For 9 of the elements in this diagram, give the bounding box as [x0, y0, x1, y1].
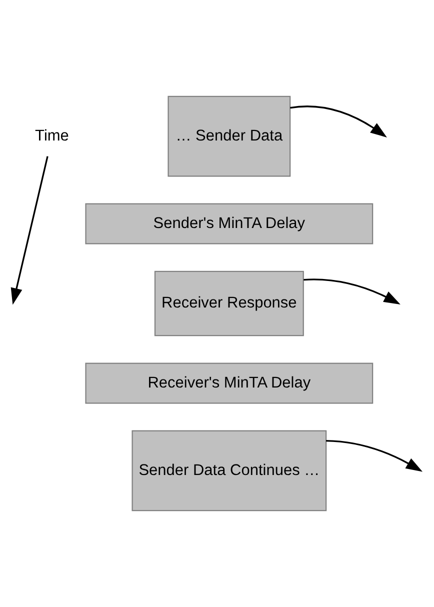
node-box: Receiver's MinTA Delay [85, 362, 374, 404]
node-box: Sender Data Continues … [132, 430, 327, 512]
arrow [326, 440, 423, 472]
arrow [290, 106, 387, 138]
node-box: … Sender Data [168, 96, 291, 177]
node-box: Sender's MinTA Delay [85, 203, 374, 244]
node-box: Receiver Response [154, 270, 304, 336]
label: Time [35, 127, 69, 144]
arrow [304, 278, 400, 304]
